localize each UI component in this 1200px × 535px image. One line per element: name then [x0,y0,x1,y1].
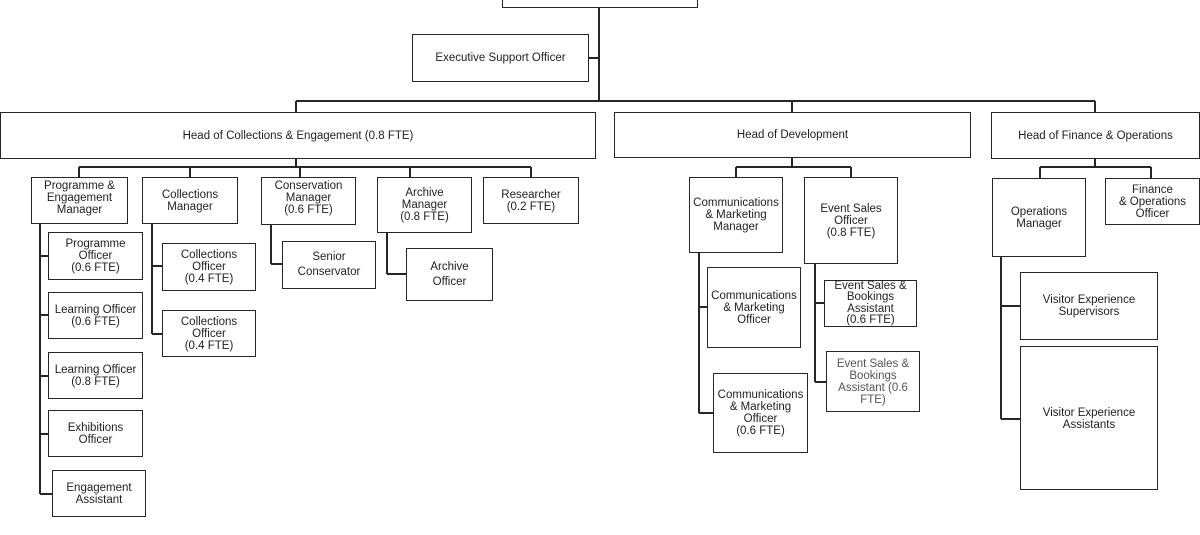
role-label: Conservation Manager (0.6 FTE) [274,180,343,216]
role-label: Event Sales & Bookings Assistant (0.6 FT… [836,357,910,406]
role-box-collections-manager: Collections Manager [142,177,238,224]
role-box-conservation-manager: Conservation Manager (0.6 FTE) [261,177,356,225]
role-box-visitor-experience-assistants: Visitor Experience Assistants [1020,346,1158,490]
role-label: Collections Officer (0.4 FTE) [180,315,238,352]
role-label: Communications & Marketing Officer (0.6 … [717,389,804,437]
role-label: Learning Officer (0.6 FTE) [54,303,137,328]
org-chart-top-role-box [502,0,698,8]
role-label: Event Sales & Bookings Assistant (0.6 FT… [834,279,907,326]
role-label: Head of Collections & Engagement (0.8 FT… [182,129,414,142]
role-label: Archive Manager (0.8 FTE) [400,187,449,223]
role-box-visitor-experience-supervisors: Visitor Experience Supervisors [1020,272,1158,340]
role-label: Senior Conservator [297,251,361,278]
role-box-finance-operations-officer: Finance & Operations Officer [1105,178,1200,225]
role-label: Learning Officer (0.8 FTE) [54,363,137,388]
role-label: Collections Manager [161,188,219,213]
role-box-archive-officer: Archive Officer [406,248,493,301]
role-box-senior-conservator: Senior Conservator [282,241,376,289]
role-box-collections-officer-2: Collections Officer (0.4 FTE) [162,310,256,357]
role-label: Executive Support Officer [435,52,566,64]
role-label: Finance & Operations Officer [1118,183,1187,220]
role-box-event-sales-bookings-assistant-1: Event Sales & Bookings Assistant (0.6 FT… [824,280,917,327]
role-box-head-of-collections: Head of Collections & Engagement (0.8 FT… [0,112,596,159]
role-label: Researcher (0.2 FTE) [501,188,561,213]
role-box-communications-marketing-manager: Communications & Marketing Manager [689,177,783,253]
role-label: Event Sales Officer (0.8 FTE) [820,202,882,239]
role-box-collections-officer-1: Collections Officer (0.4 FTE) [162,243,256,291]
role-label: Exhibitions Officer [67,421,124,446]
role-label: Head of Finance & Operations [1018,129,1173,142]
role-label: Visitor Experience Assistants [1042,407,1136,431]
role-label: Visitor Experience Supervisors [1042,294,1136,318]
role-label: Archive Officer [430,260,469,288]
role-box-researcher: Researcher (0.2 FTE) [483,177,579,224]
role-box-event-sales-bookings-assistant-2: Event Sales & Bookings Assistant (0.6 FT… [826,351,920,412]
role-box-exhibitions-officer: Exhibitions Officer [48,410,143,457]
role-box-archive-manager: Archive Manager (0.8 FTE) [377,177,472,233]
role-label: Head of Development [736,129,849,141]
role-box-event-sales-officer: Event Sales Officer (0.8 FTE) [804,177,898,264]
role-label: Operations Manager [1010,205,1068,230]
role-label: Engagement Assistant [66,481,132,506]
role-box-engagement-assistant: Engagement Assistant [52,470,146,517]
role-label: Communications & Marketing Manager [693,197,779,233]
role-box-learning-officer-0-8: Learning Officer (0.8 FTE) [48,352,143,399]
role-box-communications-marketing-officer: Communications & Marketing Officer [707,267,801,348]
role-label: Programme & Engagement Manager [44,180,115,216]
role-label: Collections Officer (0.4 FTE) [180,249,238,285]
role-box-communications-marketing-officer-0-6: Communications & Marketing Officer (0.6 … [713,373,808,453]
role-box-programme-engagement-manager: Programme & Engagement Manager [31,177,128,224]
role-box-learning-officer-0-6: Learning Officer (0.6 FTE) [48,292,143,339]
role-box-executive-support-officer: Executive Support Officer [412,34,589,82]
role-label: Communications & Marketing Officer [711,289,797,326]
role-box-head-of-development: Head of Development [614,112,971,158]
role-label: Programme Officer (0.6 FTE) [65,238,126,274]
role-box-head-of-finance: Head of Finance & Operations [991,112,1200,159]
role-box-operations-manager: Operations Manager [992,178,1086,257]
role-box-programme-officer: Programme Officer (0.6 FTE) [48,232,143,280]
